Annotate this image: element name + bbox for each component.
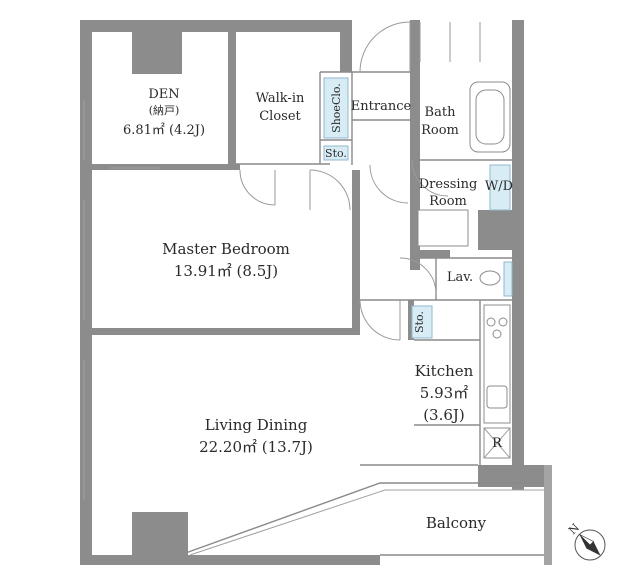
sto2-label: Sto. (413, 311, 426, 333)
wd-label: W/D (485, 179, 513, 194)
shoe-closet-label: ShoeClo. (330, 83, 343, 133)
bath-line1: Bath (425, 105, 457, 120)
dressing-line2: Room (429, 194, 467, 209)
sto1-label: Sto. (325, 147, 347, 160)
dressing-line1: Dressing (419, 177, 478, 192)
burner-2 (498, 317, 508, 327)
kitchen-area: 5.93㎡ (420, 384, 468, 402)
living-area: 22.20㎡ (13.7J) (199, 438, 313, 456)
walls (80, 20, 552, 565)
dressing-vanity (417, 209, 469, 247)
entrance-label: Entrance (351, 99, 412, 114)
den-name: DEN (148, 87, 179, 102)
toilet (479, 270, 501, 286)
master-area: 13.91㎡ (8.5J) (174, 262, 278, 280)
lav-counter (503, 261, 513, 297)
room-labels: DEN (納戸) 6.81㎡ (4.2J) Walk-in Closet Sho… (123, 83, 513, 532)
interior-lines (83, 71, 544, 556)
den-note: (納戸) (149, 104, 180, 117)
storage-1 (323, 145, 349, 161)
kitchen-tatami: (3.6J) (423, 406, 465, 424)
storage-2 (411, 305, 433, 339)
burner-1 (486, 317, 496, 327)
shoe-closet (323, 77, 349, 139)
walkin-line2: Closet (259, 109, 301, 124)
walkin-line1: Walk-in (256, 91, 305, 106)
balcony-label: Balcony (426, 514, 487, 532)
kitchen-name: Kitchen (415, 362, 474, 380)
washer-space (489, 164, 511, 211)
kitchen-sink (486, 385, 508, 409)
fridge-label: R (492, 436, 503, 451)
den-area: 6.81㎡ (4.2J) (123, 123, 205, 138)
living-name: Living Dining (205, 416, 308, 434)
master-name: Master Bedroom (162, 240, 290, 258)
burner-3 (492, 329, 502, 339)
bath-line2: Room (421, 123, 459, 138)
compass: N (566, 521, 606, 561)
fixtures (110, 77, 513, 459)
doors (239, 21, 481, 341)
lav-label: Lav. (447, 270, 473, 285)
